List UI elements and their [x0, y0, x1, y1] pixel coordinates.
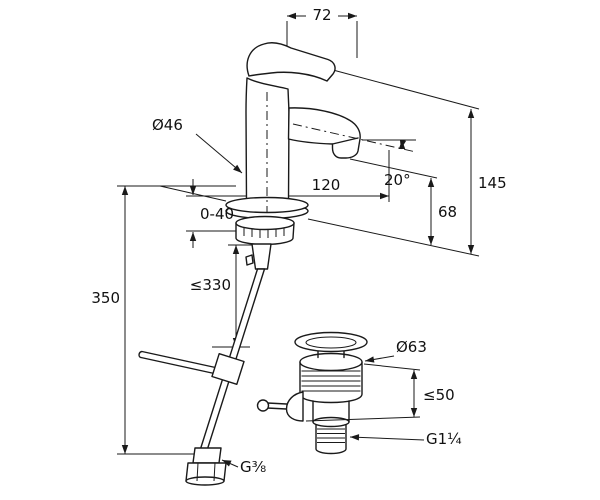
connector-nub	[245, 254, 254, 266]
dim-72-label: 72	[312, 6, 331, 24]
drain-lever-ball	[256, 399, 270, 412]
leader-lines	[195, 133, 425, 468]
gasket	[235, 215, 295, 231]
dim-145-label: 145	[478, 174, 507, 192]
drain-tailpiece	[315, 423, 347, 455]
dim-g114-label: G1¼	[426, 430, 462, 448]
dim-g38-label: G⅜	[240, 458, 266, 476]
shank-collar	[192, 447, 222, 464]
dim-dia46-label: Ø46	[152, 116, 183, 134]
drain-flange	[299, 352, 363, 372]
dim-350	[117, 185, 236, 455]
aerator-edge	[331, 137, 359, 145]
spout-centerline	[292, 123, 417, 153]
dim-330	[212, 244, 252, 348]
base-escutcheon	[225, 196, 309, 214]
tailpiece-thread-lines	[317, 428, 345, 443]
dim-350-label: 350	[91, 289, 120, 307]
dim-0-40	[186, 179, 248, 248]
dim-68-label: 68	[438, 203, 457, 221]
dia63-leader	[364, 355, 395, 363]
drain-assembly	[256, 331, 368, 455]
shank-cap-bottom	[185, 476, 225, 486]
dim-50-label: ≤50	[423, 386, 455, 404]
drain-side-port	[285, 391, 304, 422]
g38-leader	[221, 459, 239, 468]
dia46-leader	[195, 133, 243, 174]
dimension-labels: 72 Ø46 120 20° 145 68 0-40 ≤330 350 Ø63 …	[91, 6, 506, 476]
rod-clamp	[211, 353, 245, 385]
dim-20deg-label: 20°	[384, 171, 411, 189]
g114-leader	[349, 434, 425, 441]
dim-dia63-label: Ø63	[396, 338, 427, 356]
spout	[287, 107, 361, 159]
shank-connector	[251, 243, 272, 270]
angle-arc	[398, 139, 407, 150]
popup-pull-rod	[138, 350, 221, 376]
lever-handle	[246, 42, 336, 82]
dim-330-label: ≤330	[190, 276, 231, 294]
drain-plug-cap-inner	[305, 336, 357, 349]
dim-0-40-label: 0-40	[200, 205, 234, 223]
dim-72	[286, 4, 358, 58]
centerlines	[266, 92, 417, 212]
dim-120-label: 120	[312, 176, 341, 194]
faucet-outline	[138, 42, 361, 486]
drain-mid-flange	[312, 416, 350, 428]
